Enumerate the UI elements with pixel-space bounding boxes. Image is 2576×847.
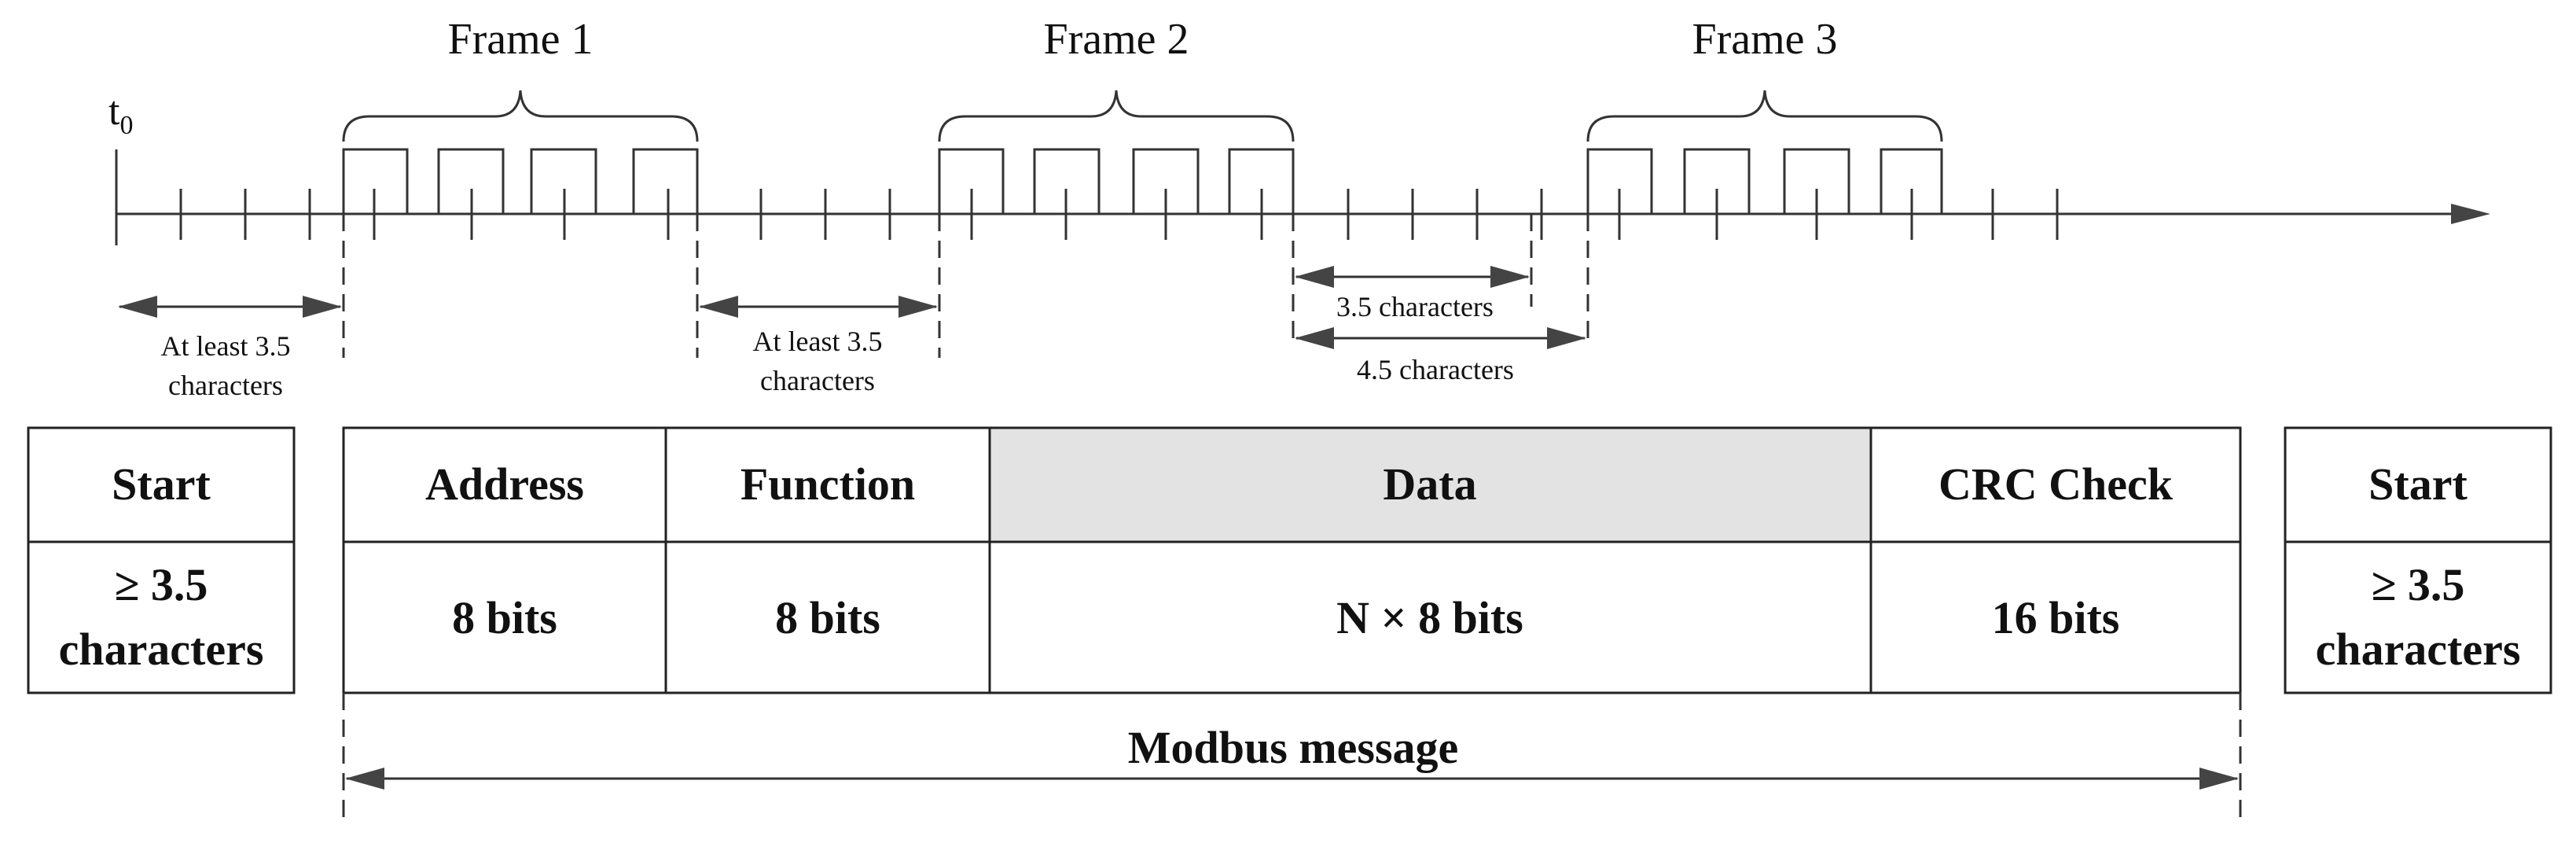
modbus-message-label: Modbus message <box>1128 722 1459 773</box>
gap-1-label-line2: characters <box>168 370 283 401</box>
character-pulse <box>1033 148 1101 214</box>
character-time-ticks <box>179 189 2059 240</box>
gap-3-long-label: 4.5 characters <box>1357 354 1514 385</box>
frame-1-characters <box>342 148 699 214</box>
time-axis-arrowhead <box>2451 204 2490 224</box>
field-start-right: Start ≥ 3.5 characters <box>2284 426 2552 694</box>
modbus-message-table: Address Function Data CRC Check 8 bits 8… <box>342 426 2242 694</box>
frame-1-brace <box>342 90 699 142</box>
character-pulse <box>1783 148 1850 214</box>
gap-2-label-line2: characters <box>760 365 875 396</box>
gap-1-label-line1: At least 3.5 <box>161 330 291 362</box>
field-start-left-size-line1: ≥ 3.5 <box>115 559 208 610</box>
field-start-right-name: Start <box>2368 458 2468 510</box>
frame-3-brace <box>1586 90 1943 142</box>
field-address-size: 8 bits <box>452 592 557 643</box>
field-function-size: 8 bits <box>775 592 880 643</box>
field-start-right-size-line1: ≥ 3.5 <box>2372 559 2465 610</box>
frame-boundary-guides <box>342 214 1589 358</box>
frame-2-brace <box>938 90 1295 142</box>
field-crc-size: 16 bits <box>1992 592 2120 643</box>
character-pulse <box>437 148 505 214</box>
field-crc-name: CRC Check <box>1938 458 2174 510</box>
character-pulse <box>938 148 1005 214</box>
field-start-left: Start ≥ 3.5 characters <box>27 426 296 694</box>
field-address-name: Address <box>425 458 584 510</box>
character-pulse <box>1586 148 1653 214</box>
character-pulse <box>342 148 409 214</box>
frame-1-label: Frame 1 <box>447 15 593 64</box>
field-data-size: N × 8 bits <box>1336 592 1523 643</box>
gap-3-short-label: 3.5 characters <box>1336 291 1494 322</box>
gap-2-label-line1: At least 3.5 <box>753 326 883 357</box>
character-pulse <box>1132 148 1200 214</box>
character-pulse <box>1880 148 1943 214</box>
field-start-right-size-line2: characters <box>2316 624 2521 675</box>
character-pulse <box>632 148 699 214</box>
field-data-name: Data <box>1383 458 1476 510</box>
field-function-name: Function <box>740 458 915 510</box>
frame-2-characters <box>938 148 1295 214</box>
field-start-left-size-line2: characters <box>59 624 264 675</box>
t0-label: t0 <box>108 89 133 140</box>
frame-3-label: Frame 3 <box>1692 15 1837 64</box>
character-pulse <box>1228 148 1295 214</box>
character-pulse <box>530 148 597 214</box>
character-pulse <box>1683 148 1751 214</box>
frame-2-label: Frame 2 <box>1043 15 1189 64</box>
frame-3-characters <box>1586 148 1943 214</box>
field-start-left-name: Start <box>112 458 211 510</box>
